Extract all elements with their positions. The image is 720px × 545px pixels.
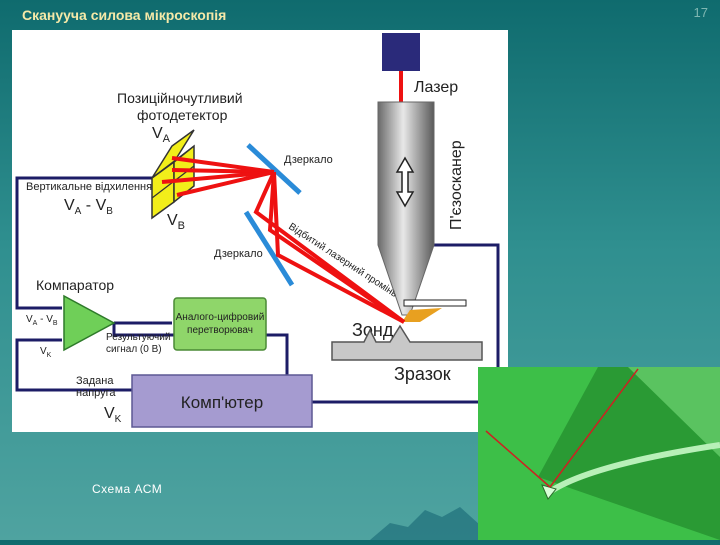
comparator-input-2: VK [40, 346, 52, 359]
photo-cantilever [546, 442, 720, 496]
cantilever [403, 299, 467, 307]
vk-label: VK [104, 405, 122, 425]
computer-label: Комп'ютер [181, 393, 263, 412]
laser-box [382, 33, 420, 71]
wire-setpoint [15, 338, 132, 392]
computer-box [131, 374, 313, 428]
photodetector-label-2: фотодетектор [137, 107, 228, 123]
afm-probe-photo [478, 367, 720, 540]
adc-label-2: перетворювач [187, 325, 253, 336]
page-number: 17 [693, 5, 708, 20]
sample-label: Зразок [394, 364, 451, 384]
wiring [15, 176, 500, 404]
laser-beams [161, 156, 406, 324]
mirror-upper [246, 143, 302, 195]
adc-label-1: Аналого-цифровий [176, 311, 265, 323]
mirror-lower-label: Дзеркало [214, 248, 263, 260]
adc-box [173, 297, 267, 351]
sample [331, 324, 483, 361]
vertical-deflection-label: Вертикальне відхилення [26, 181, 152, 193]
slide-title: Сканууча силова мікроскопія [22, 7, 227, 23]
photo-substrate [628, 367, 720, 457]
decorative-rock [370, 507, 480, 540]
photo-beam-1 [485, 430, 551, 488]
wire-detector-left [15, 176, 162, 310]
photodetector-label-1: Позиційночутливий [117, 90, 243, 106]
diagram-caption: Схема АСМ [92, 482, 163, 496]
piezoscanner-label: П'єзосканер [448, 140, 465, 230]
setpoint-label-2: напруга [76, 387, 116, 399]
comparator-label: Компаратор [36, 277, 114, 293]
probe-tip [402, 308, 442, 322]
comparator-triangle [63, 294, 116, 352]
va-minus-vb-label: VA - VB [64, 197, 113, 217]
result-signal-label-1: Результуючий [106, 332, 170, 343]
va-label: VA [152, 125, 171, 145]
probe-label: Зонд [352, 320, 394, 340]
setpoint-label-1: Задана [76, 375, 114, 387]
vb-label: VB [167, 212, 185, 232]
afm-schematic: Лазер П'єзосканер Зонд Зразок Позиційноч… [12, 30, 508, 432]
mirror-upper-label: Дзеркало [284, 154, 333, 166]
laser-label: Лазер [414, 79, 458, 96]
mirror-lower [243, 210, 295, 287]
wire-piezo-right [312, 243, 500, 404]
photodetector [151, 129, 195, 220]
double-arrow-icon [395, 156, 415, 208]
comparator-input-1: VA - VB [26, 314, 58, 327]
result-signal-label-2: сигнал (0 В) [106, 344, 162, 355]
photo-beam-2 [549, 368, 639, 488]
